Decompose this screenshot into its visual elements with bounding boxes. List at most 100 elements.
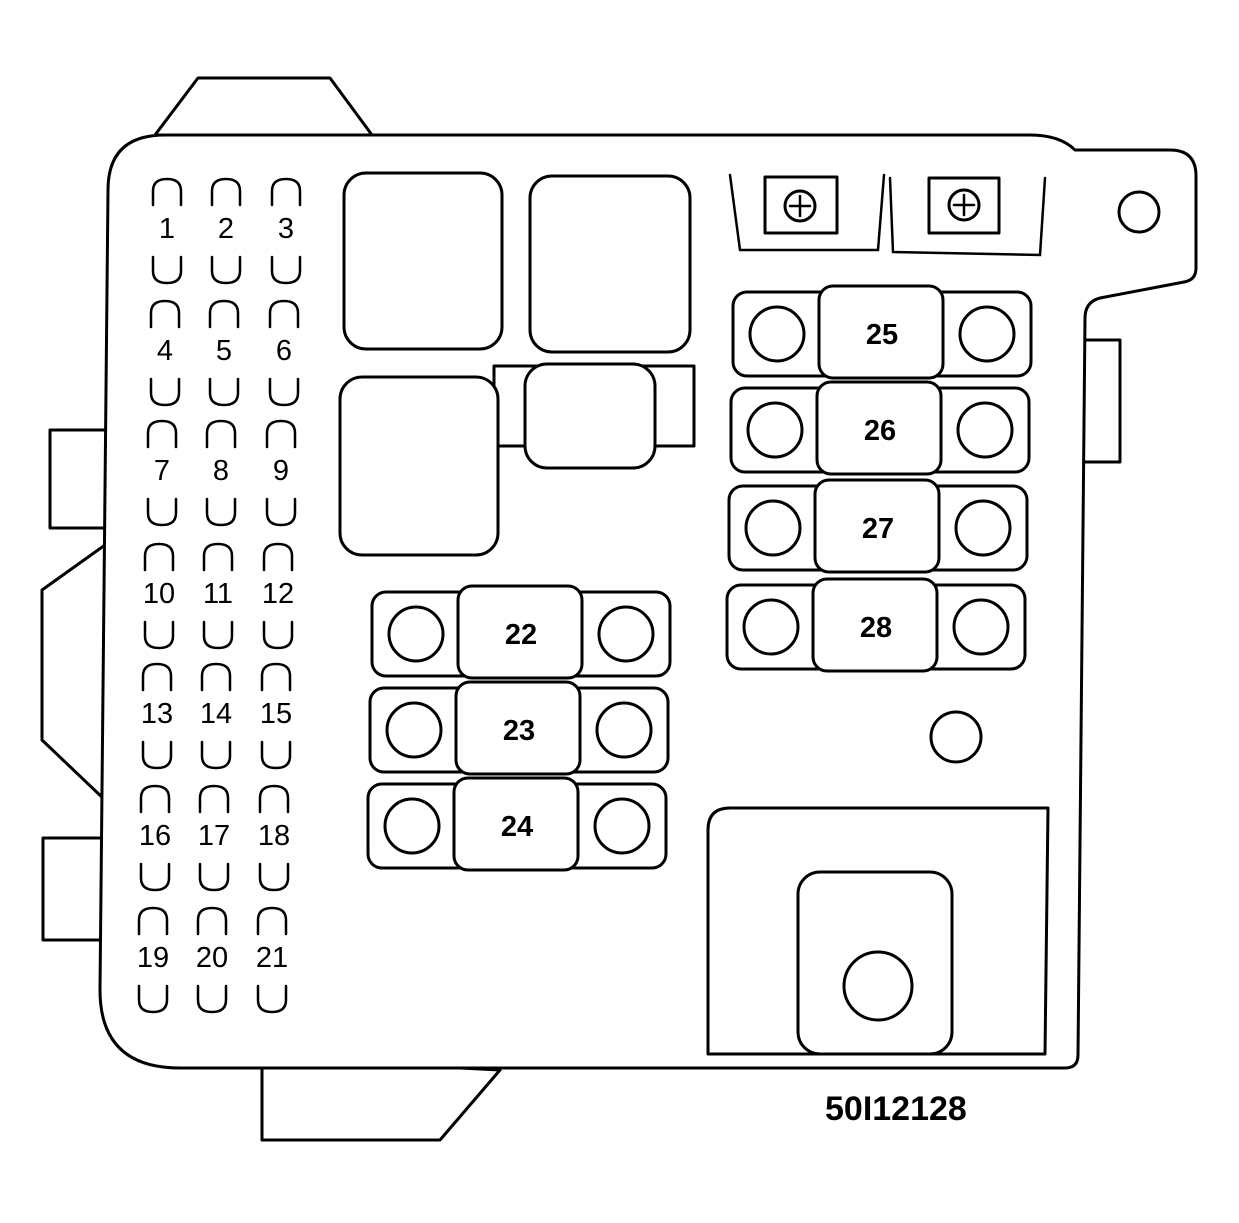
fuse-5: 5 [208,299,240,407]
fuse-clip-top [210,177,242,207]
fuse-label: 28 [860,612,892,644]
fuse-label: 12 [262,578,294,610]
fuse-17: 17 [198,784,230,892]
fuse-label: 19 [137,942,169,974]
fuse-clip-top [270,177,302,207]
fuse-clip-top [198,784,230,814]
fuse-label: 7 [154,455,170,487]
fuse-clip-bottom [141,740,173,770]
fuse-label: 23 [503,715,535,747]
terminal-bracket [728,173,886,252]
fuse-clip-top [208,299,240,329]
fuse-label: 8 [213,455,229,487]
terminal-bolt-left [385,701,443,759]
main-connector [706,806,1050,1056]
fuse-clip-bottom [151,255,183,285]
terminal-bolt-left [746,401,804,459]
fuse-3: 3 [270,177,302,285]
screw-plus-left [788,194,812,218]
fuse-label: 1 [159,213,175,245]
fuse-20: 20 [196,906,228,1014]
fuse-clip-bottom [262,620,294,650]
fuse-25: 25 [731,284,1033,380]
fuse-13: 13 [141,662,173,770]
fuse-clip-bottom [149,377,181,407]
fuse-body [813,478,941,574]
fuse-label: 18 [258,820,290,852]
large-fuse-group: 22 23 24 25 26 27 28 [366,284,1033,872]
fuse-clip-bottom [137,984,169,1014]
fuse-label: 25 [866,319,898,351]
fuse-clip-top [137,906,169,936]
fuse-1: 1 [151,177,183,285]
fuse-clip-top [151,177,183,207]
fuse-clip-top [146,419,178,449]
fuse-clip-top [143,542,175,572]
mounting-hole-top [1117,190,1161,234]
fuse-24: 24 [366,776,668,872]
fuse-body [454,680,582,776]
fuse-clip-bottom [270,255,302,285]
fuse-label: 6 [276,335,292,367]
fuse-14: 14 [200,662,232,770]
fuse-12: 12 [262,542,294,650]
fuse-label: 10 [143,578,175,610]
fuse-label: 3 [278,213,294,245]
fuse-label: 27 [862,513,894,545]
fuse-clip-bottom [260,740,292,770]
terminal-bolt-right [595,701,653,759]
fuse-body [817,284,945,380]
figure-code: 50I12128 [825,1090,967,1128]
relay-top-right [528,174,692,354]
screw-plus-right [952,193,976,217]
fuse-2: 2 [210,177,242,285]
fuse-label: 5 [216,335,232,367]
fuse-clip-top [139,784,171,814]
fuse-23: 23 [368,680,670,776]
fuse-clip-top [149,299,181,329]
fuse-label: 9 [273,455,289,487]
terminal-bolt-left [387,605,445,663]
fuse-clip-top [256,906,288,936]
terminal-bolt-right [956,401,1014,459]
fuse-label: 14 [200,698,232,730]
terminal-bolt-right [597,605,655,663]
fuse-clip-top [202,542,234,572]
fuse-label: 4 [157,335,173,367]
fuse-body [452,776,580,872]
fuse-27: 27 [727,478,1029,574]
terminal-bracket-right [888,176,1047,257]
relay-mid-left [338,375,500,557]
battery-terminals [728,173,1047,257]
fuse-10: 10 [143,542,175,650]
fuse-label: 22 [505,619,537,651]
bottom-tab [260,1056,502,1142]
fuse-21: 21 [256,906,288,1014]
housing-tabs [40,76,1122,1142]
terminal-bolt-right [593,797,651,855]
fuse-label: 13 [141,698,173,730]
fuse-label: 16 [139,820,171,852]
terminal-bolt-left [744,499,802,557]
terminal-bolt-left [383,797,441,855]
fuse-clip-top [258,784,290,814]
fuse-16: 16 [139,784,171,892]
fuse-8: 8 [205,419,237,527]
fuse-clip-top [260,662,292,692]
fuse-clip-bottom [198,862,230,892]
fuse-11: 11 [202,542,234,650]
fuse-label: 21 [256,942,288,974]
relays [338,171,696,557]
fuse-clip-bottom [210,255,242,285]
top-tab [153,76,374,137]
fuse-clip-bottom [265,497,297,527]
fuse-label: 26 [864,415,896,447]
fuse-body [811,577,939,673]
fuse-clip-bottom [196,984,228,1014]
connector-bolt [842,950,914,1022]
fuse-clip-top [262,542,294,572]
terminal-bolt-left [748,305,806,363]
fuse-body [456,584,584,680]
